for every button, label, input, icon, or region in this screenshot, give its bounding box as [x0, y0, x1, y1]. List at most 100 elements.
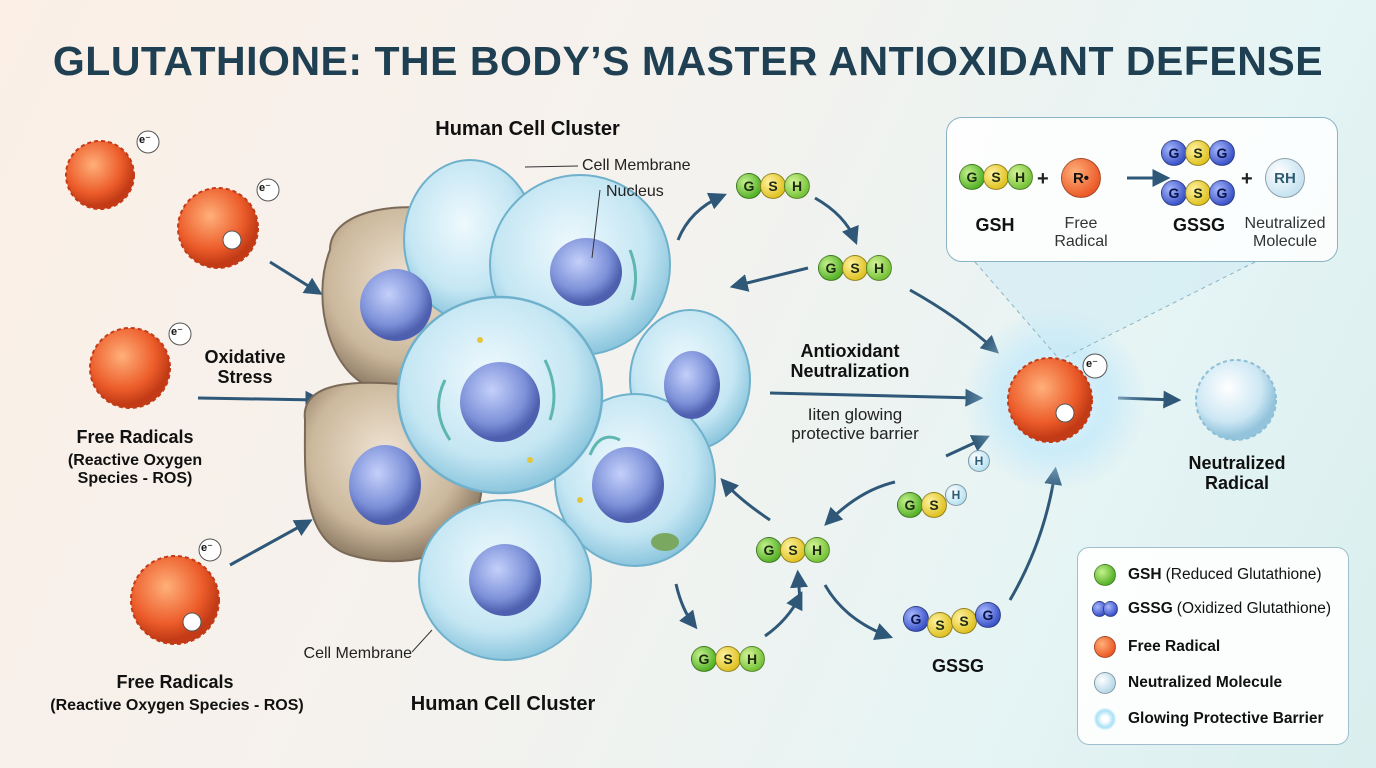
gsh-molecule-bottom: G S H — [691, 646, 765, 672]
gsh-molecule-mid: G S H — [818, 255, 892, 281]
radical-under-attack — [1007, 353, 1108, 443]
glycine-atom: G — [756, 537, 782, 563]
pointer-lines — [411, 165, 601, 653]
sulfur-atom: S — [951, 608, 977, 634]
glycine-atom: G — [1161, 140, 1187, 166]
arrow-radical-to-cell — [269, 260, 323, 295]
antioxidant-neutralization-label: Antioxidant Neutralization — [790, 341, 910, 381]
arrow-neutralization — [769, 388, 984, 407]
cluster-label-bottom: Human Cell Cluster — [410, 693, 596, 715]
plus-sign: + — [1241, 168, 1253, 190]
glycine-atom: G — [959, 164, 985, 190]
gsh-molecule-donating: G S H — [897, 484, 967, 518]
hydrogen-transfer-atom: H — [968, 450, 990, 472]
neutral-swatch-icon — [1094, 672, 1116, 694]
arrow-oxidative-stress — [197, 390, 324, 409]
arrow-gsh-to-radical — [909, 288, 999, 354]
free-radical-4 — [130, 538, 222, 645]
legend-item-gsh: GSH(Reduced Glutathione) — [1092, 564, 1322, 586]
sulfur-atom: S — [780, 537, 806, 563]
gsh-molecule-top: G S H — [736, 173, 810, 199]
inset-gssg-bottom: G S G — [1161, 180, 1235, 206]
reaction-arrow — [1127, 169, 1171, 187]
electron-label: e⁻ — [259, 182, 271, 194]
glycine-atom: G — [1209, 180, 1235, 206]
hydrogen-atom: H — [945, 484, 967, 506]
nucleus-top-right — [550, 238, 622, 306]
inset-gssg-label: GSSG — [1172, 215, 1225, 235]
glycine-atom: G — [975, 602, 1001, 628]
sulfur-atom: S — [760, 173, 786, 199]
legend-item-neutralized: Neutralized Molecule — [1092, 672, 1286, 694]
legend-item-glow: Glowing Protective Barrier — [1092, 708, 1328, 730]
inset-neutralized: RH — [1265, 158, 1305, 198]
gssg-molecule: G S S G — [903, 602, 1001, 638]
free-radical-2 — [177, 178, 280, 269]
glycine-atom: G — [1209, 140, 1235, 166]
plus-sign: + — [1037, 168, 1049, 190]
inset-gssg-top: G S G — [1161, 140, 1235, 166]
inset-radical: R• — [1061, 158, 1101, 198]
arrow-gsh-to-cell-lower — [720, 477, 771, 522]
glowing-barrier-label: Iiten glowing protective barrier — [791, 405, 919, 443]
cluster-label-top: Human Cell Cluster — [435, 118, 620, 140]
sulfur-atom: S — [1185, 140, 1211, 166]
nucleus-center — [460, 362, 540, 442]
nucleus-right — [664, 351, 720, 419]
arrow-to-gssg — [823, 584, 894, 641]
glycine-atom: G — [818, 255, 844, 281]
radical-swatch-icon — [1094, 636, 1116, 658]
electron-label: e⁻ — [1086, 358, 1098, 370]
arrow-radical-2-to-cell — [229, 519, 313, 567]
nucleus-lower-right — [592, 447, 664, 523]
neutralized-radical-label: Neutralized Radical — [1188, 453, 1286, 493]
gssg-label-bottom: GSSG — [931, 656, 984, 676]
cell-cluster — [303, 159, 751, 661]
legend-item-free-radical: Free Radical — [1092, 636, 1224, 658]
hydrogen-atom: H — [866, 255, 892, 281]
glycine-atom: G — [897, 492, 923, 518]
sulfur-atom: S — [921, 492, 947, 518]
arrow-gsh-bottom-up — [764, 591, 803, 638]
free-radical-3 — [89, 322, 192, 409]
electron-label: e⁻ — [139, 134, 151, 146]
arrow-cell-to-gsh-bottom — [674, 583, 698, 630]
arrow-gsh-to-cell — [729, 266, 809, 292]
arrow-gsh-down — [814, 196, 859, 246]
gsh-molecule-lower: G S H — [756, 537, 830, 563]
inset-callout — [974, 261, 1256, 361]
electron-label: e⁻ — [201, 542, 213, 554]
free-radicals-sub-1: (Reactive Oxygen Species - ROS) — [67, 452, 203, 487]
glow-swatch-icon — [1094, 708, 1116, 730]
hydrogen-atom: H — [739, 646, 765, 672]
glycine-atom: G — [736, 173, 762, 199]
glycine-atom: G — [691, 646, 717, 672]
inset-neutralized-label: Neutralized Molecule — [1244, 215, 1326, 250]
page-title: GLUTATHIONE: THE BODY’S MASTER ANTIOXIDA… — [52, 38, 1324, 84]
nucleus-damaged-bottom — [349, 445, 421, 525]
sulfur-atom: S — [842, 255, 868, 281]
hydrogen-atom: H — [1007, 164, 1033, 190]
legend-item-gssg: GSSG(Oxidized Glutathione) — [1092, 600, 1331, 618]
electron-label: e⁻ — [171, 326, 183, 338]
glycine-atom: G — [903, 606, 929, 632]
oxidative-stress-label: Oxidative Stress — [204, 347, 286, 387]
free-radical-1 — [65, 130, 160, 210]
arrow-cell-to-gsh — [676, 192, 727, 241]
gsh-swatch-icon — [1094, 564, 1116, 586]
sulfur-atom: S — [927, 612, 953, 638]
membrane-label-top: Cell Membrane — [582, 157, 691, 174]
neutralized-radical — [1195, 359, 1277, 441]
free-radicals-sub-2: (Reactive Oxygen Species - ROS) — [50, 697, 304, 714]
hydrogen-atom: H — [804, 537, 830, 563]
nucleus-damaged-top — [360, 269, 432, 341]
sulfur-atom: S — [715, 646, 741, 672]
nucleus-bottom — [469, 544, 541, 616]
inset-gsh-molecule: G S H — [959, 164, 1033, 190]
sulfur-atom: S — [1185, 180, 1211, 206]
hydrogen-atom: H — [784, 173, 810, 199]
reaction-equation-panel: G S H GSH + R• Free Radical G S G G S G … — [946, 117, 1338, 262]
membrane-label-bottom: Cell Membrane — [303, 645, 412, 662]
inset-gsh-label: GSH — [975, 215, 1015, 235]
